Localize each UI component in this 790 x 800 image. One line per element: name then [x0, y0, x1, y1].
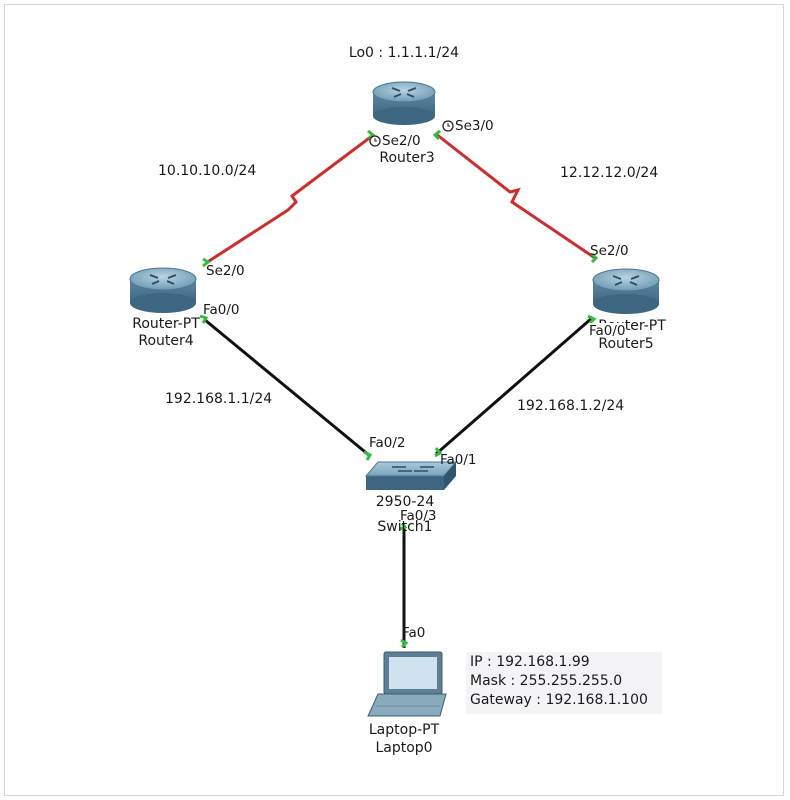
router4-model-label: Router-PT — [132, 316, 200, 332]
port-label-laptop-fa0: Fa0 — [402, 625, 426, 641]
ip-label-r4-lan: 192.168.1.1/24 — [165, 391, 273, 407]
router5-name-label: Router5 — [598, 336, 654, 352]
port-lights — [199, 129, 599, 649]
port-label-r5-se20: Se2/0 — [590, 243, 629, 259]
laptop-gateway-text: Gateway : 192.168.1.100 — [470, 692, 648, 708]
port-label-r3-se30: Se3/0 — [455, 118, 494, 134]
switch1-model-label: 2950-24 — [375, 494, 435, 510]
laptop-mask-text: Mask : 255.255.255.0 — [470, 673, 623, 689]
router5-icon[interactable] — [592, 268, 660, 314]
laptop0-name-label: Laptop0 — [375, 740, 433, 756]
port-label-sw-fa02: Fa0/2 — [369, 435, 406, 451]
port-label-r4-se20: Se2/0 — [206, 263, 245, 279]
ethernet-link-r5-switch[interactable] — [435, 316, 593, 456]
ethernet-link-r4-switch[interactable] — [204, 318, 371, 458]
laptop0-icon[interactable] — [367, 651, 447, 717]
router3-name-label: Router3 — [379, 150, 435, 166]
switch1-name-label: Switch1 — [377, 519, 433, 535]
clock-icon — [369, 135, 381, 147]
ip-label-r5-lan: 192.168.1.2/24 — [517, 398, 625, 414]
router4-icon[interactable] — [129, 267, 197, 313]
switch1-icon[interactable] — [364, 461, 458, 490]
network-label-r3-r5: 12.12.12.0/24 — [560, 165, 659, 181]
laptop0-model-label: Laptop-PT — [368, 722, 440, 738]
laptop-config-note: IP : 192.168.1.99 Mask : 255.255.255.0 G… — [466, 652, 662, 714]
port-label-r5-fa00: Fa0/0 — [589, 323, 626, 339]
port-label-r3-se20: Se2/0 — [382, 133, 421, 149]
port-label-r4-fa00: Fa0/0 — [203, 302, 240, 318]
router3-loopback-label: Lo0 : 1.1.1.1/24 — [348, 45, 460, 61]
router3-icon[interactable] — [372, 81, 436, 125]
port-label-sw-fa01: Fa0/1 — [440, 452, 477, 468]
network-label-r3-r4: 10.10.10.0/24 — [158, 163, 257, 179]
clock-icon — [442, 120, 454, 132]
router4-name-label: Router4 — [138, 333, 194, 349]
serial-link-r3-r4[interactable] — [205, 134, 373, 265]
serial-link-r3-r5[interactable] — [435, 132, 596, 260]
laptop-ip-text: IP : 192.168.1.99 — [470, 654, 590, 670]
port-label-sw-fa03: Fa0/3 — [400, 508, 437, 524]
